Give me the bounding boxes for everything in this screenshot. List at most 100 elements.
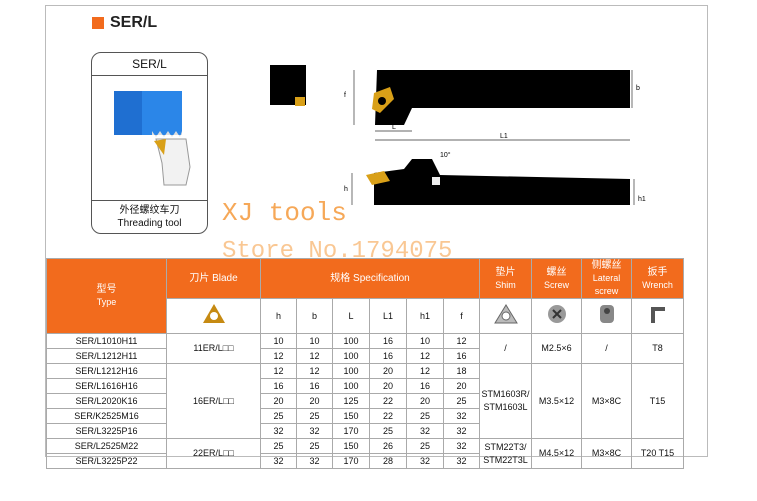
wrench-cell: T15 — [631, 363, 684, 439]
dim-h-header: h — [260, 298, 297, 334]
lateral-cell: M3×8C — [581, 363, 632, 439]
dim-h: h — [344, 186, 348, 193]
spec-cell: 32 — [406, 453, 444, 469]
type-cell: SER/L1010H11 — [46, 333, 167, 349]
spec-cell: 100 — [332, 363, 370, 379]
type-cell: SER/L1212H11 — [46, 348, 167, 364]
spec-cell: 25 — [406, 438, 444, 454]
spec-cell: 16 — [296, 378, 333, 394]
spec-cell: 12 — [296, 363, 333, 379]
spec-cell: 25 — [260, 438, 297, 454]
tool-drawing: f b L L1 10° h h1 — [270, 65, 646, 205]
spec-cell: 25 — [443, 393, 480, 409]
screw-icon — [531, 298, 582, 334]
dim-h1: h1 — [638, 196, 646, 203]
card-title: SER/L — [92, 53, 207, 76]
dim-f: f — [344, 92, 346, 99]
shim-cell: / — [479, 333, 532, 364]
spec-cell: 16 — [443, 348, 480, 364]
header-title: SER/L — [110, 14, 158, 31]
dim-b: b — [636, 85, 640, 92]
card-caption: 外径螺纹车刀 Threading tool — [92, 200, 207, 233]
dim-angle: 10° — [440, 151, 451, 159]
screw-cell: M4.5×12 — [531, 438, 582, 469]
spec-cell: 170 — [332, 423, 370, 439]
spec-cell: 12 — [443, 333, 480, 349]
spec-cell: 18 — [443, 363, 480, 379]
section-header: SER/L — [92, 14, 157, 32]
spec-cell: 16 — [369, 348, 407, 364]
spec-cell: 16 — [406, 378, 444, 394]
wrench-icon — [631, 298, 684, 334]
spec-cell: 32 — [443, 408, 480, 424]
spec-cell: 20 — [369, 363, 407, 379]
type-cell: SER/L3225P22 — [46, 453, 167, 469]
dim-L1: L1 — [500, 133, 508, 140]
type-cell: SER/L1616H16 — [46, 378, 167, 394]
type-cell: SER/K2525M16 — [46, 408, 167, 424]
spec-cell: 16 — [260, 378, 297, 394]
dim-L-header: L — [332, 298, 370, 334]
spec-cell: 20 — [296, 393, 333, 409]
shim-cell: STM22T3/ STM22T3L — [479, 438, 532, 469]
spec-cell: 12 — [406, 348, 444, 364]
wrench-cell: T8 — [631, 333, 684, 364]
spec-cell: 32 — [260, 423, 297, 439]
wrench-cell: T20 T15 — [631, 438, 684, 469]
insert-icon — [166, 298, 261, 334]
spec-cell: 10 — [296, 333, 333, 349]
spec-cell: 32 — [406, 423, 444, 439]
dim-f-header: f — [443, 298, 480, 334]
spec-cell: 28 — [369, 453, 407, 469]
screw-cell: M2.5×6 — [531, 333, 582, 364]
spec-cell: 25 — [406, 408, 444, 424]
blade-cell: 16ER/L□□ — [166, 363, 261, 439]
spec-cell: 150 — [332, 408, 370, 424]
caption-cn: 外径螺纹车刀 — [119, 205, 180, 216]
lateral-screw-icon — [581, 298, 632, 334]
type-cell: SER/L1212H16 — [46, 363, 167, 379]
spec-cell: 10 — [406, 333, 444, 349]
shim-icon — [479, 298, 532, 334]
spec-cell: 26 — [369, 438, 407, 454]
blade-cell: 11ER/L□□ — [166, 333, 261, 364]
spec-cell: 32 — [296, 453, 333, 469]
type-cell: SER/L2525M22 — [46, 438, 167, 454]
spec-cell: 12 — [406, 363, 444, 379]
blade-cell: 22ER/L□□ — [166, 438, 261, 469]
header-square-icon — [92, 17, 104, 29]
spec-cell: 32 — [443, 453, 480, 469]
spec-cell: 32 — [443, 423, 480, 439]
dim-h1-header: h1 — [406, 298, 444, 334]
col-spec: 规格 Specification — [260, 258, 480, 299]
spec-cell: 25 — [260, 408, 297, 424]
threading-illustration-icon — [114, 91, 191, 186]
spec-cell: 20 — [443, 378, 480, 394]
spec-cell: 100 — [332, 378, 370, 394]
spec-cell: 10 — [260, 333, 297, 349]
screw-cell: M3.5×12 — [531, 363, 582, 439]
spec-cell: 32 — [296, 423, 333, 439]
spec-cell: 150 — [332, 438, 370, 454]
spec-cell: 12 — [260, 363, 297, 379]
spec-cell: 20 — [369, 378, 407, 394]
spec-cell: 16 — [369, 333, 407, 349]
shim-cell: STM1603R/ STM1603L — [479, 363, 532, 439]
product-card: SER/L 外径螺纹车刀 Threading tool — [91, 52, 208, 234]
type-cell: SER/L3225P16 — [46, 423, 167, 439]
dim-L1-header: L1 — [369, 298, 407, 334]
dim-L: L — [392, 124, 396, 131]
